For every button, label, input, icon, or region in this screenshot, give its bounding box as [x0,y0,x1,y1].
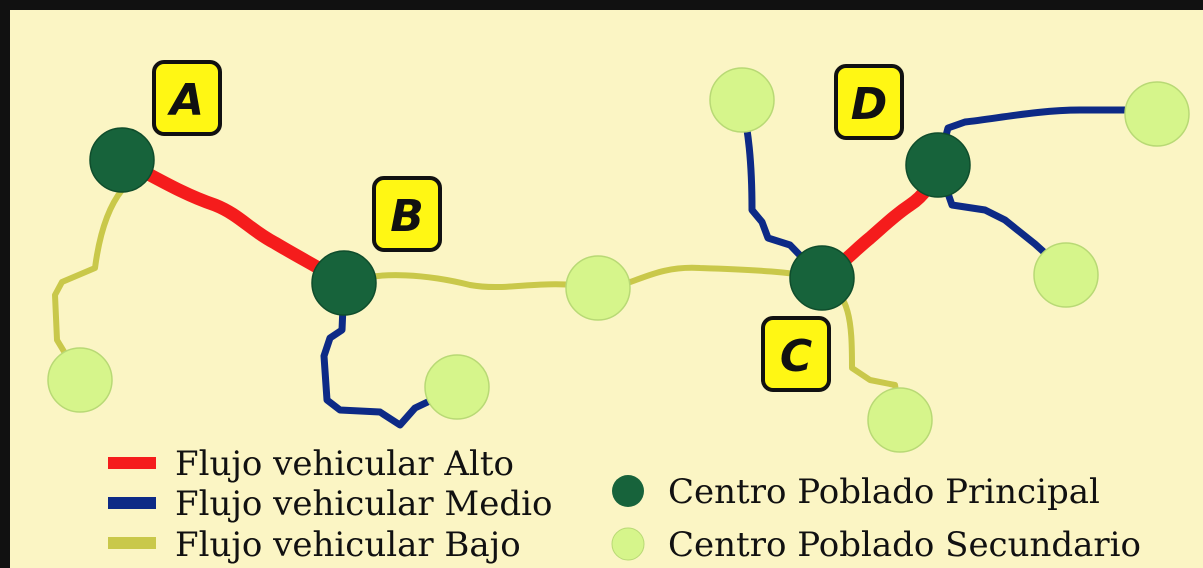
road-medium-d-southeast [934,161,1070,276]
secondary-node-a-southwest [47,347,113,413]
legend-swatch-medium [108,497,156,509]
secondary-node-middle [565,255,631,321]
legend-swatch-secondary [611,527,645,561]
legend-swatch-low [108,537,156,549]
road-medium-d-east [934,106,1161,169]
legend-medium-flow: Flujo vehicular Medio [175,484,552,524]
label-box-b: B [372,176,442,252]
secondary-node-d-east [1124,81,1190,147]
label-box-d: D [834,64,904,140]
legend-swatch-principal [612,475,644,507]
label-b: B [390,191,424,242]
label-box-a: A [152,60,222,136]
label-c: C [780,331,812,382]
label-box-c: C [761,316,831,392]
label-d: D [851,79,888,130]
legend: Flujo vehicular Alto Flujo vehicular Med… [108,444,1141,565]
secondary-node-c-south [867,387,933,453]
legend-secondary: Centro Poblado Secundario [668,525,1141,565]
road-medium-b-south [320,279,461,429]
label-a: A [167,75,204,126]
secondary-node-d-southeast [1033,242,1099,308]
legend-high-flow: Flujo vehicular Alto [175,444,514,484]
principal-node-d [905,132,971,198]
road-low-a-west [52,187,125,381]
road-high-a-b [115,153,351,290]
legend-principal: Centro Poblado Principal [668,472,1100,512]
secondary-node-c-north [709,67,775,133]
principal-node-c [789,245,855,311]
secondary-node-b-southeast [424,354,490,420]
principal-node-a [89,127,155,193]
legend-swatch-high [108,457,156,469]
principal-node-b [311,250,377,316]
legend-low-flow: Flujo vehicular Bajo [175,525,521,565]
